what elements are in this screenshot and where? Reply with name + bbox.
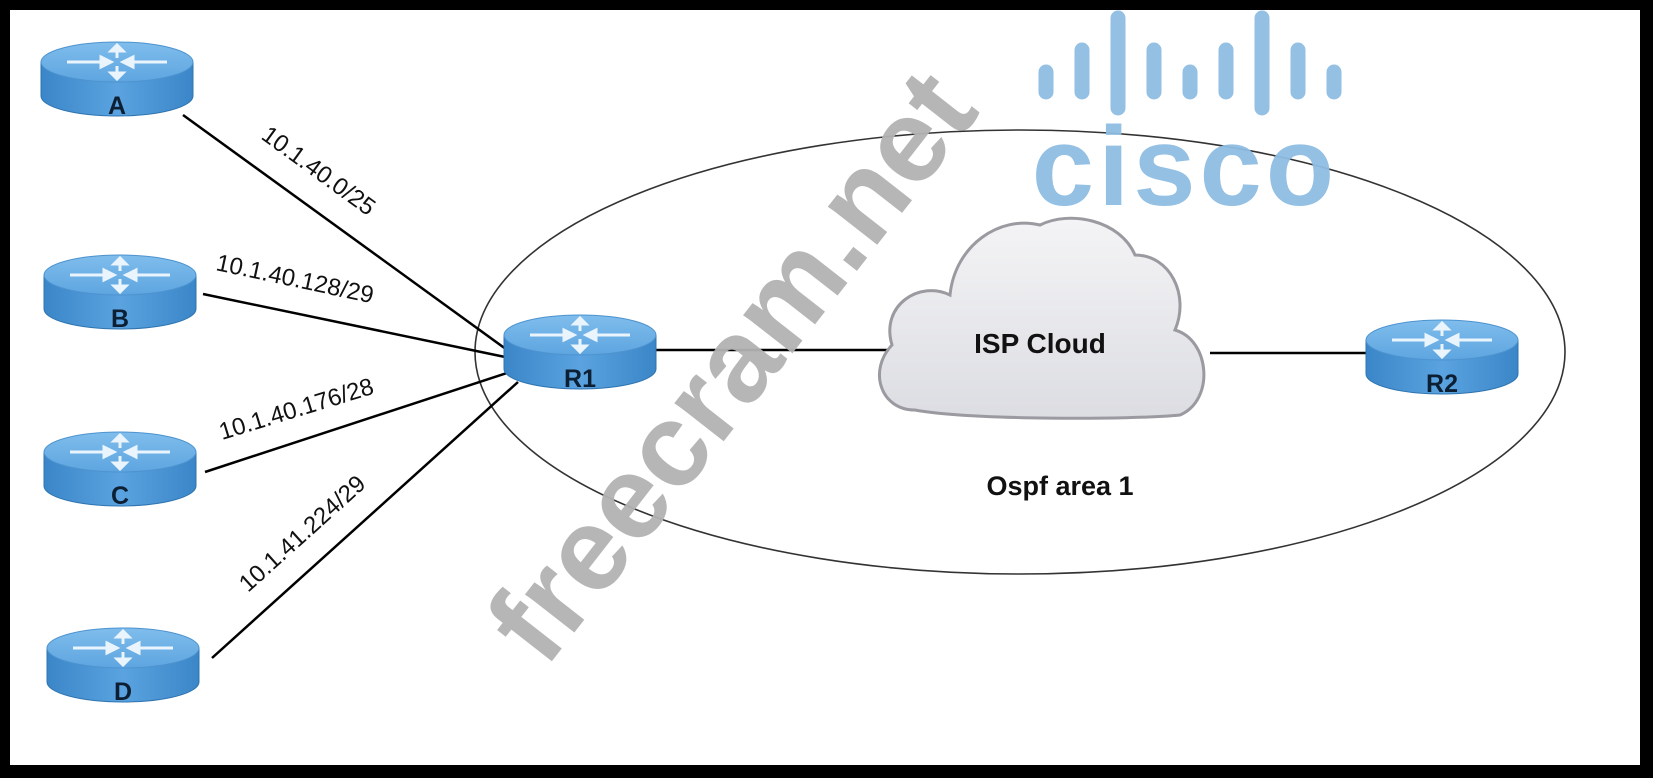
router-b: B [43,254,197,333]
router-label: R1 [564,365,596,393]
router-top [43,254,197,296]
router-arrows-icon [1392,320,1492,360]
router-top [43,431,197,473]
links [182,113,1390,659]
router-top [1365,319,1519,361]
router-a: A [40,41,194,120]
router-label: A [108,92,126,120]
ospf-area-boundary [474,129,1566,575]
router-arrows-icon [70,255,170,295]
router-top [40,41,194,83]
link-a-r1 [182,113,511,354]
router-r2: R2 [1365,319,1519,398]
cloud-icon [877,216,1206,420]
link-d-r1 [211,381,519,659]
router-r1: R1 [503,314,657,393]
link-b-r1 [202,292,511,360]
router-arrows-icon [73,628,173,668]
cisco-bars-icon [1038,10,1342,116]
topology-svg: 10.1.40.0/25 10.1.40.128/29 10.1.40.176/… [40,10,1566,706]
router-label: D [114,678,132,706]
cisco-wordmark: cisco [1032,104,1338,229]
ospf-area-label: Ospf area 1 [986,471,1133,501]
isp-cloud: ISP Cloud [877,216,1206,420]
router-arrows-icon [67,42,167,82]
subnet-label-c: 10.1.40.176/28 [216,373,377,446]
cisco-logo-watermark: cisco [1032,10,1342,229]
router-arrows-icon [70,432,170,472]
router-d: D [46,627,200,706]
router-top [46,627,200,669]
link-c-r1 [204,370,511,474]
router-arrows-icon [530,315,630,355]
router-label: B [111,305,129,333]
router-top [503,314,657,356]
cloud-label: ISP Cloud [974,328,1106,359]
diagram-canvas: 10.1.40.0/25 10.1.40.128/29 10.1.40.176/… [10,10,1640,765]
subnet-label-a: 10.1.40.0/25 [256,121,380,221]
router-c: C [43,431,197,510]
router-label: C [111,482,129,510]
router-label: R2 [1426,370,1458,398]
